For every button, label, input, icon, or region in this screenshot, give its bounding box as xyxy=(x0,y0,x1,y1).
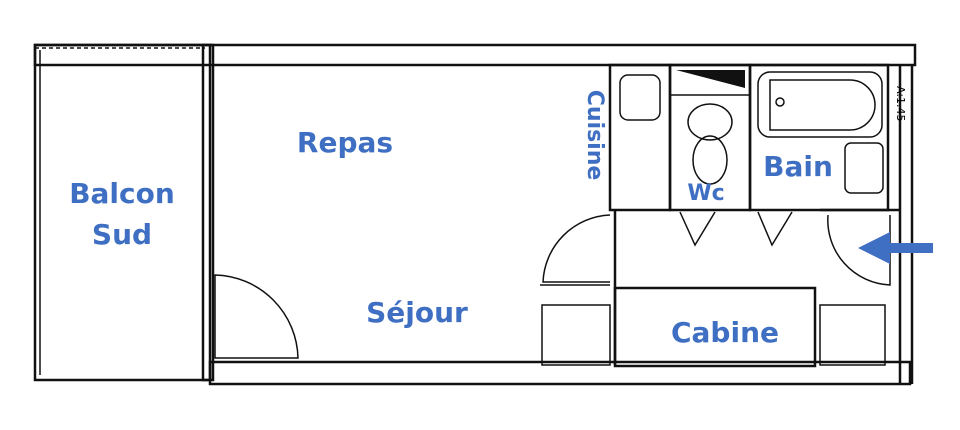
doors xyxy=(214,211,891,359)
label-repas: Repas xyxy=(297,126,393,159)
label-wc: Wc xyxy=(687,181,724,206)
label-sejour: Séjour xyxy=(366,296,468,329)
label-bain: Bain xyxy=(763,150,833,183)
label-balcon: Balcon xyxy=(69,177,175,210)
label-sud: Sud xyxy=(92,218,152,251)
annotation-dimension: A:1.45 xyxy=(894,86,907,122)
label-cuisine: Cuisine xyxy=(582,90,607,181)
walls xyxy=(33,43,917,386)
label-cabine: Cabine xyxy=(671,316,779,349)
entrance-arrow-icon xyxy=(858,232,933,264)
